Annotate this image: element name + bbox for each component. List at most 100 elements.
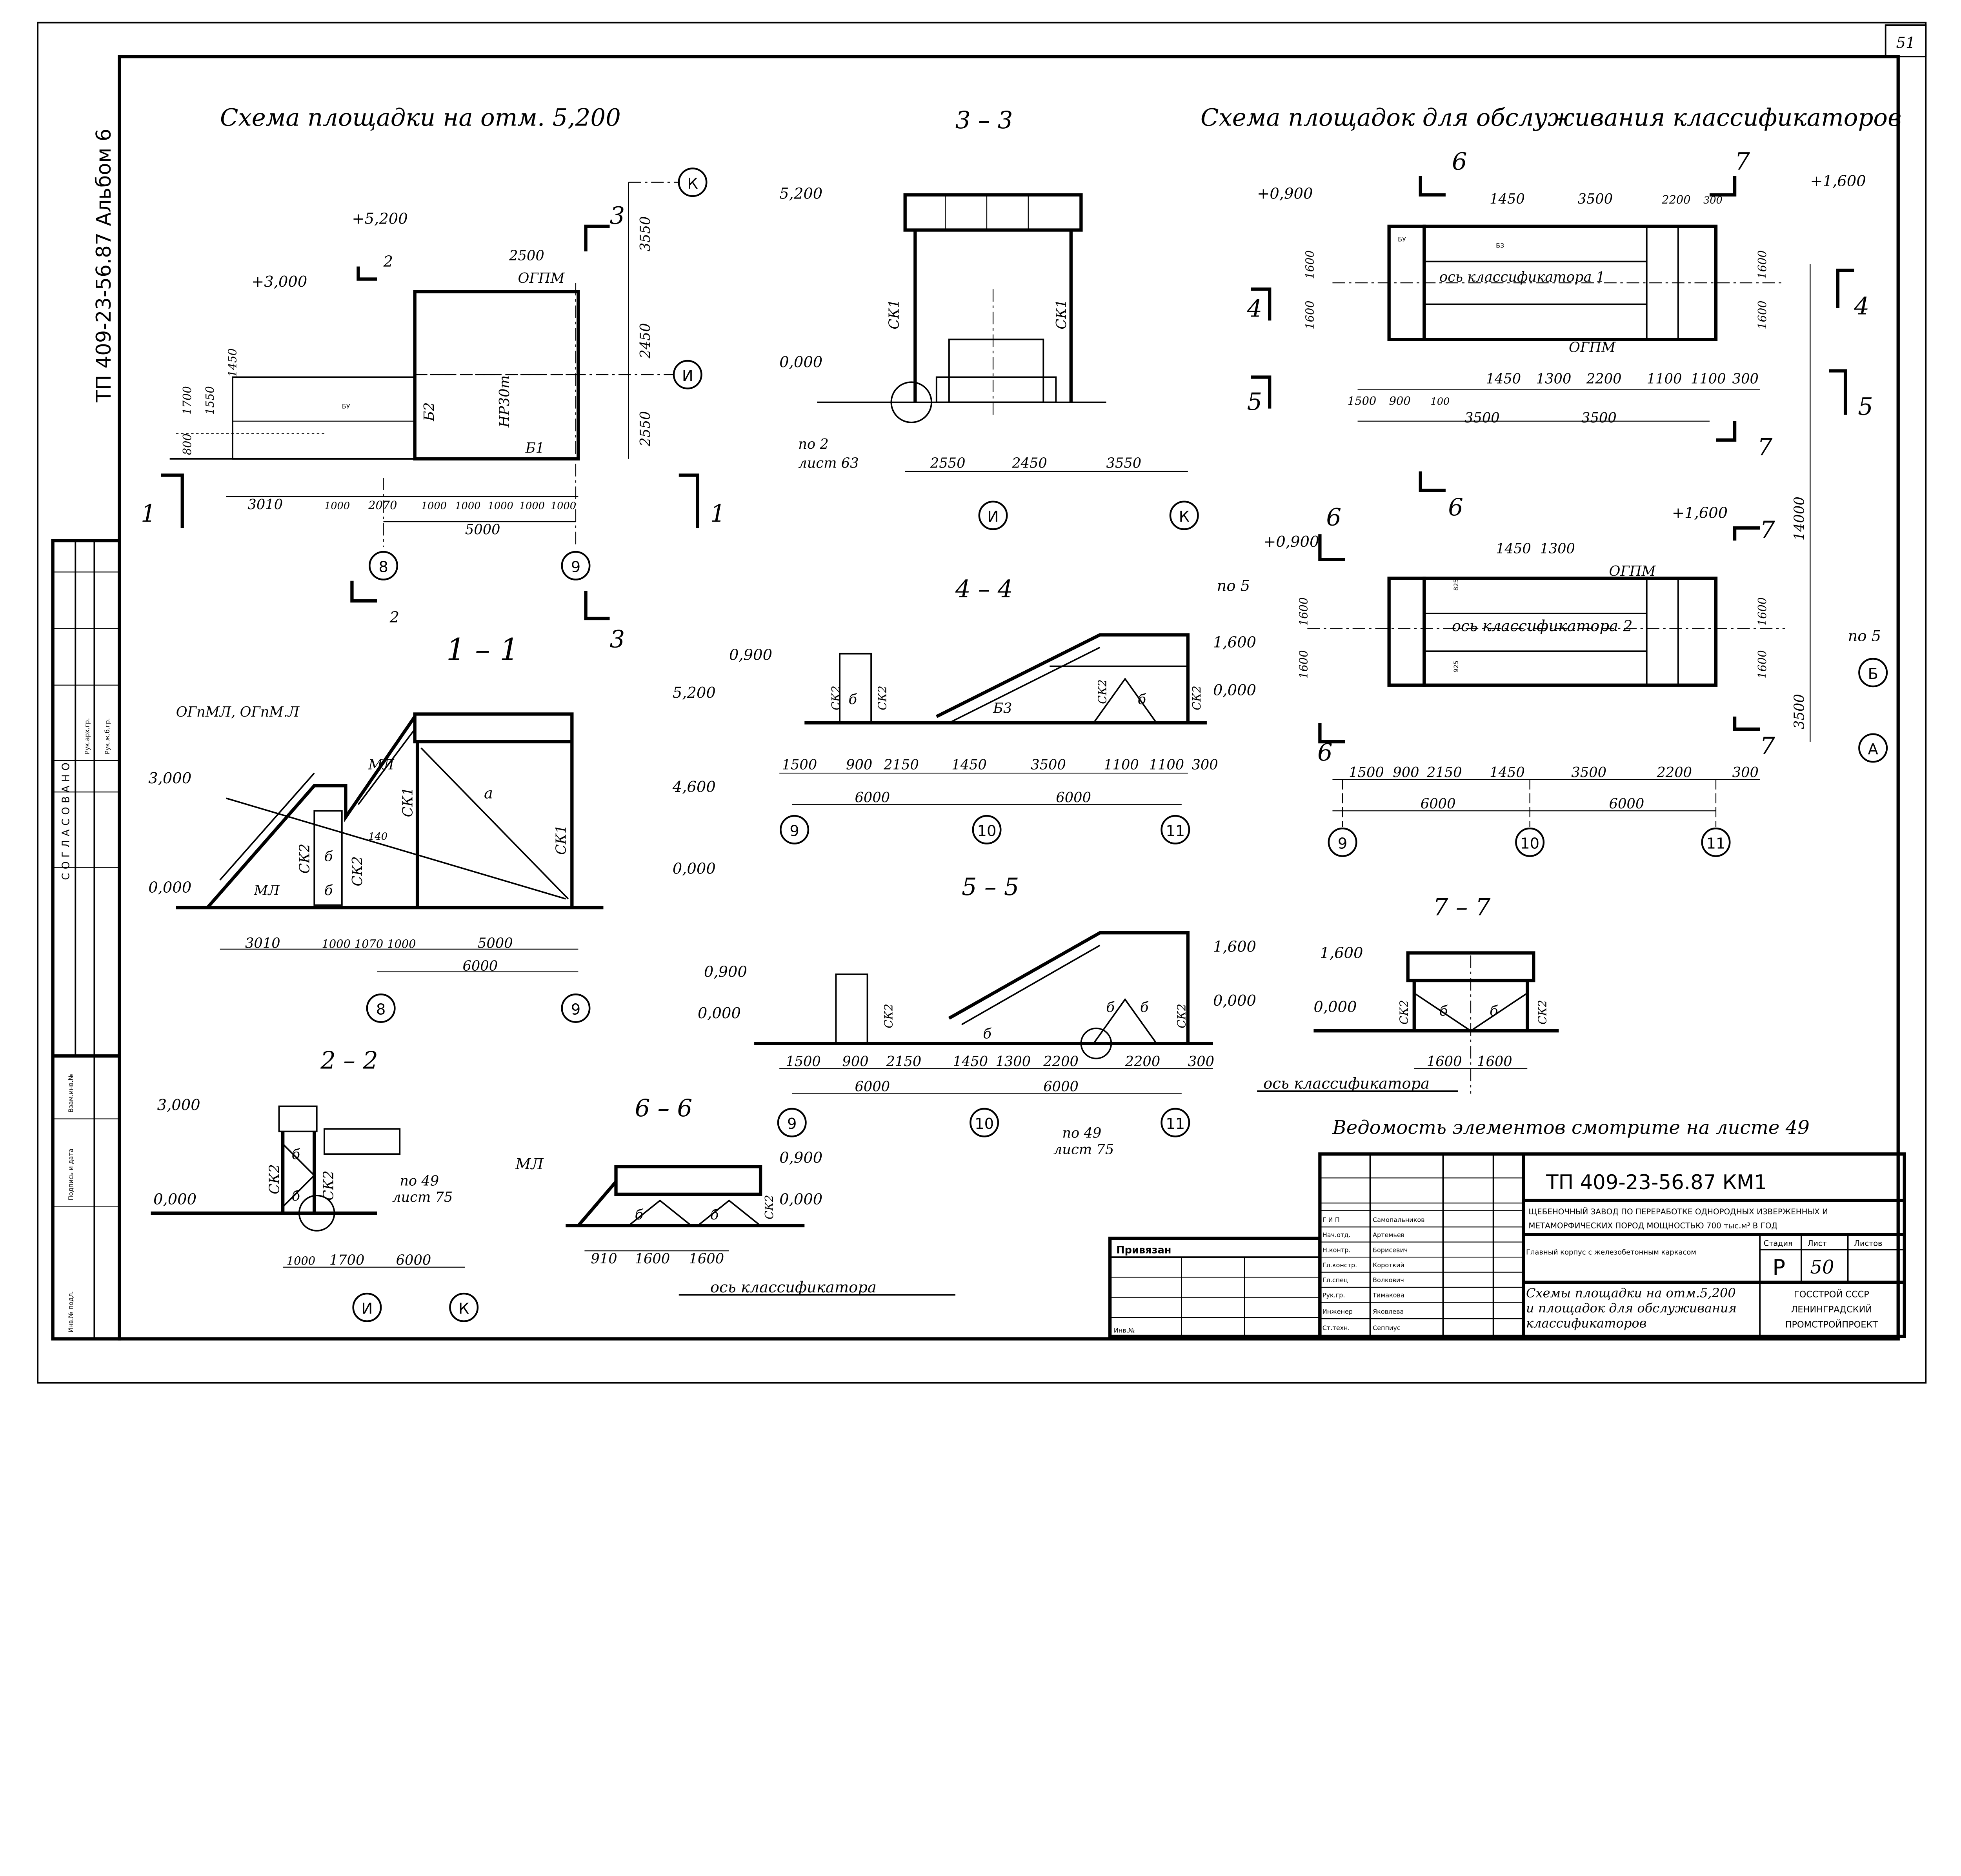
- drawing-label: 2450: [637, 323, 653, 359]
- drawing-label: 1550: [203, 386, 216, 415]
- drawing-line: [1829, 369, 1847, 415]
- drawing-label: СК2: [829, 686, 842, 710]
- drawing-label: 900: [1389, 394, 1411, 408]
- drawing-label: +0,900: [1263, 533, 1319, 551]
- drawing-label: 2200: [1656, 764, 1692, 781]
- drawing-label: Ст.техн.: [1322, 1324, 1350, 1332]
- drawing-label: К: [687, 175, 698, 193]
- drawing-label: 10: [975, 1115, 994, 1133]
- drawing-label: 1600: [1755, 597, 1769, 626]
- drawing-label: СК2: [320, 1170, 337, 1201]
- drawing-label: по 49: [1062, 1125, 1101, 1141]
- drawing-label: б: [848, 691, 857, 708]
- section-5-5: 5 – 5 0,900 0,000 1,600 0,000 СК2 СК2 б …: [698, 873, 1256, 1157]
- drawing-label: по 2: [798, 436, 829, 452]
- drawing-label: Инженер: [1322, 1308, 1353, 1315]
- drawing-label: 1600: [1297, 597, 1310, 626]
- axis-bubble: [777, 1108, 807, 1137]
- sheet-title: и площадок для обслуживания: [1526, 1301, 1737, 1316]
- axis-bubble: [1858, 658, 1888, 688]
- org: ЛЕНИНГРАДСКИЙ: [1791, 1304, 1872, 1315]
- drawing-label: 100: [1430, 396, 1450, 408]
- sheet-title: Схемы площадки на отм.5,200: [1526, 1286, 1736, 1301]
- drawing-label: К: [458, 1300, 469, 1317]
- drawing-label: 3,000: [157, 1096, 200, 1114]
- drawing-label: +1,600: [1810, 172, 1866, 190]
- drawing-label: б: [292, 1146, 300, 1163]
- drawing-label: Нач.отд.: [1322, 1231, 1351, 1239]
- drawing-label: 1600: [689, 1251, 724, 1267]
- stage-value: Р: [1772, 1255, 1785, 1280]
- cut-marks: 1 1 2 2 3 3: [141, 202, 726, 653]
- drawing-label: 0,000: [1313, 998, 1357, 1016]
- drawing-label: 1300: [995, 1054, 1031, 1070]
- drawing-label: Яковлева: [1373, 1308, 1404, 1315]
- drawing-label: 1600: [1477, 1054, 1512, 1070]
- drawing-line: [935, 633, 1190, 723]
- drawing-label: 0,000: [673, 860, 716, 878]
- drawing-line: [614, 1165, 762, 1196]
- drawing-label: 5,200: [673, 684, 716, 702]
- drawing-label: А: [1868, 741, 1878, 758]
- drawing-label: 1000: [519, 500, 545, 512]
- drawing-label: а: [484, 784, 493, 802]
- drawing-label: 11: [1166, 1115, 1185, 1133]
- drawing-line: [219, 728, 416, 881]
- drawing-line: [1251, 287, 1272, 321]
- drawing-label: И: [988, 508, 999, 526]
- drawing-label: 3500: [1581, 410, 1617, 426]
- drawing-label: 140: [368, 831, 387, 842]
- view-title: 3 – 3: [955, 106, 1013, 134]
- drawing-label: Гл.констр.: [1322, 1261, 1357, 1269]
- drawing-label: б: [1439, 1003, 1448, 1019]
- sheet-header: Лист: [1808, 1239, 1827, 1248]
- drawing-label: 11: [1166, 822, 1185, 840]
- drawing-line: [1423, 577, 1718, 687]
- axis-bubble: [970, 1108, 999, 1137]
- drawing-label: 0,900: [704, 963, 747, 981]
- elements-note: Ведомость элементов смотрите на листе 49: [1332, 1117, 1809, 1139]
- agreed-label: СОГЛАСОВАНО: [60, 759, 72, 880]
- drawing-label: Короткий: [1373, 1261, 1404, 1269]
- drawing-label: СК1: [400, 787, 416, 817]
- drawing-label: +1,600: [1672, 504, 1728, 522]
- drawing-label: БУ: [342, 403, 350, 410]
- drawing-label: 2200: [1586, 371, 1622, 387]
- drawing-label: Борисевич: [1373, 1246, 1408, 1254]
- drawing-line: [961, 944, 1101, 1025]
- drawing-label: 1000: [421, 500, 447, 512]
- drawing-label: 1000: [551, 500, 576, 512]
- section-4-4: 4 – 4 0,900 1,600 0,000 Б3 СК2 СК2 СК2 С…: [729, 575, 1256, 844]
- drawing-line: [949, 646, 1101, 724]
- drawing-label: СК2: [1535, 1000, 1549, 1024]
- outer-border: [37, 22, 1927, 1384]
- drawing-label: 6000: [1609, 796, 1644, 812]
- drawing-line: [903, 193, 1083, 232]
- drawing-label: 6: [1452, 148, 1467, 176]
- drawing-label: 1000: [488, 500, 513, 512]
- title-block: ТП 409-23-56.87 КМ1 ЩЕБЕНОЧНЫЙ ЗАВОД ПО …: [1108, 1152, 1906, 1338]
- drawing-label: 1000: [287, 1254, 315, 1267]
- bound-label: Привязан: [1116, 1245, 1171, 1256]
- drawing-label: 7: [1735, 148, 1750, 176]
- drawing-label: НР30т: [497, 375, 513, 428]
- drawing-label: 6: [1326, 504, 1341, 531]
- drawing-label: 0,000: [148, 879, 191, 897]
- view-title: Схема площадок для обслуживания классифи…: [1201, 104, 1902, 132]
- plan-classifiers: Схема площадок для обслуживания классифи…: [1201, 104, 1902, 857]
- drawing-label: Артемьев: [1373, 1231, 1404, 1239]
- drawing-label: 1500: [1349, 764, 1384, 781]
- inv-label: Инв.№: [1114, 1326, 1135, 1334]
- side-label: ТП 409-23-56.87 Альбом 6: [92, 129, 116, 403]
- drawing-label: 1500: [1348, 394, 1376, 408]
- drawing-label: СК2: [1190, 686, 1203, 710]
- drawing-label: Г И П: [1322, 1216, 1340, 1223]
- drawing-label: 3500: [1791, 694, 1807, 729]
- project-name: ЩЕБЕНОЧНЫЙ ЗАВОД ПО ПЕРЕРАБОТКЕ ОДНОРОДН…: [1528, 1207, 1828, 1216]
- drawing-label: СК2: [1397, 1000, 1411, 1024]
- drawing-label: 0,000: [779, 1191, 822, 1208]
- drawing-label: Волкович: [1373, 1276, 1404, 1284]
- drawing-label: 1450: [953, 1054, 988, 1070]
- drawing-label: 3: [609, 202, 625, 230]
- drawing-label: 2200: [1125, 1054, 1161, 1070]
